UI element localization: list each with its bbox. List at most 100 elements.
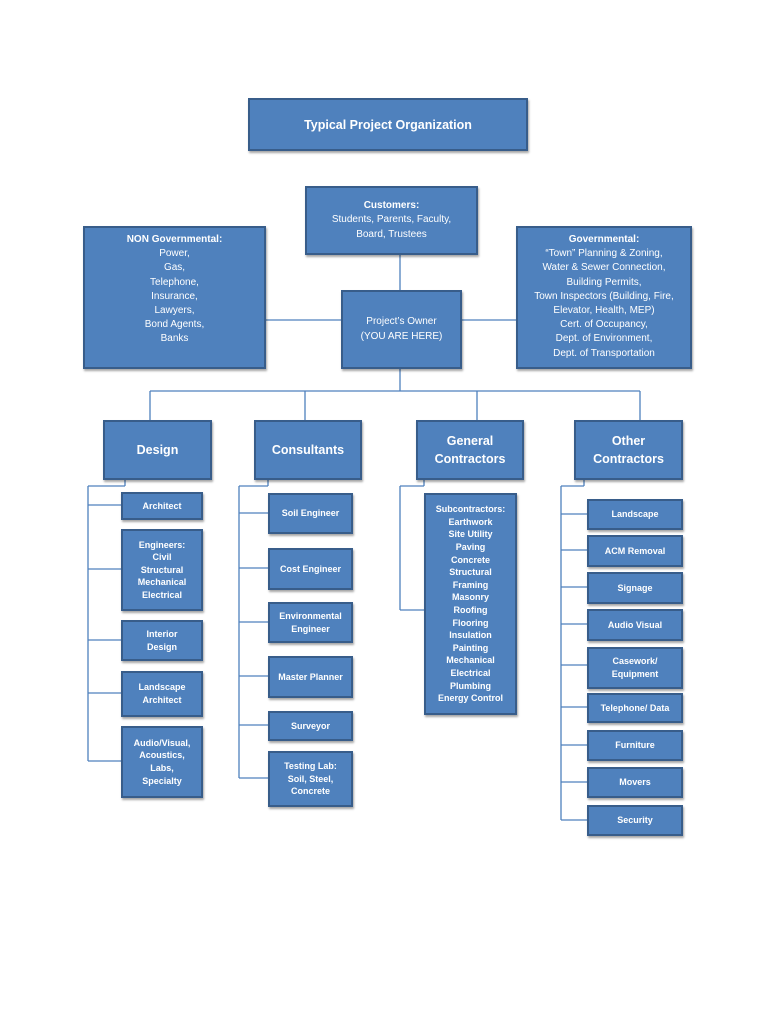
item-line: Flooring: [452, 617, 489, 628]
item-line: Concrete: [290, 786, 330, 797]
governmental-line: Cert. of Occupancy,: [560, 319, 648, 331]
item-line: Labs,: [150, 763, 174, 773]
non-governmental-line: Bond Agents,: [144, 319, 205, 331]
governmental-line: Water & Sewer Connection,: [542, 262, 666, 274]
item-line: Painting: [452, 642, 489, 653]
design-item-landscape-architect: Landscape Architect: [121, 671, 203, 717]
item-line: Plumbing: [450, 680, 491, 691]
non-governmental-line: Insurance,: [151, 290, 198, 302]
item-line: Landscape: [138, 682, 186, 693]
other-contractors-header: Other Contractors: [574, 420, 683, 480]
general-contractors-header: General Contractors: [416, 420, 524, 480]
item-line: Energy Control: [437, 693, 503, 704]
item-line: Audio Visual: [607, 619, 663, 630]
item-line: Design: [146, 641, 177, 652]
item-line: Architect: [142, 695, 182, 705]
governmental-line: Dept. of Transportation: [553, 347, 655, 359]
item-line: Civil: [152, 552, 172, 563]
other-contractors-item-landscape: Landscape: [587, 499, 683, 530]
item-line: Engineer: [291, 623, 330, 634]
item-line: Mechanical: [446, 655, 495, 666]
general-contractors-header-label: Contractors: [434, 452, 506, 466]
item-line: Structural: [140, 564, 184, 575]
item-line: Electrical: [450, 667, 491, 678]
item-line: Roofing: [453, 605, 488, 615]
non-governmental-heading: NON Governmental:: [126, 234, 223, 245]
design-item-interior-design: Interior Design: [121, 620, 203, 661]
item-line: Site Utility: [448, 529, 493, 540]
other-contractors-item-furniture: Furniture: [587, 730, 683, 761]
governmental-line: Dept. of Environment,: [555, 333, 653, 345]
general-contractors-item-subcontractors: Subcontractors: Earthwork Site Utility P…: [424, 493, 517, 715]
other-contractors-item-audio-visual: Audio Visual: [587, 609, 683, 641]
consultants-item-cost-engineer: Cost Engineer: [268, 548, 353, 590]
item-line: Mechanical: [137, 577, 187, 588]
general-contractors-header-label: General: [446, 434, 494, 448]
item-line: Surveyor: [290, 720, 331, 731]
other-contractors-item-movers: Movers: [587, 767, 683, 798]
governmental-line: Town Inspectors (Building, Fire,: [534, 290, 674, 302]
governmental-line: Elevator, Health, MEP): [553, 305, 655, 317]
project-owner-line: Project’s Owner: [366, 316, 437, 328]
other-contractors-item-telephone-data: Telephone/ Data: [587, 693, 683, 723]
consultants-item-master-planner: Master Planner: [268, 656, 353, 698]
item-line: Insulation: [449, 630, 492, 641]
governmental-line: Building Permits,: [566, 276, 642, 288]
item-line: Soil Engineer: [281, 508, 340, 519]
item-line: Security: [617, 815, 653, 826]
item-line: Electrical: [141, 589, 183, 600]
consultants-header: Consultants: [254, 420, 362, 480]
other-contractors-item-security: Security: [587, 805, 683, 836]
item-line: Framing: [452, 579, 489, 590]
item-line: Architect: [142, 500, 182, 511]
item-line: Environmental: [279, 610, 342, 621]
project-owner-box: Project’s Owner (YOU ARE HERE): [341, 290, 462, 369]
consultants-header-label: Consultants: [271, 443, 345, 457]
other-contractors-header-label: Contractors: [593, 452, 664, 466]
item-line: Acoustics,: [139, 750, 185, 761]
item-line: Specialty: [142, 775, 182, 786]
item-line: Movers: [619, 777, 651, 788]
non-governmental-box: NON Governmental: Power, Gas, Telephone,…: [83, 226, 266, 369]
item-line: Cost Engineer: [279, 563, 341, 574]
consultants-item-testing-lab: Testing Lab: Soil, Steel, Concrete: [268, 751, 353, 807]
item-line: Furniture: [615, 740, 655, 751]
chart-title-box: Typical Project Organization: [248, 98, 528, 151]
project-owner-line: (YOU ARE HERE): [360, 330, 443, 342]
other-contractors-item-acm-removal: ACM Removal: [587, 535, 683, 567]
other-contractors-header-label: Other: [611, 434, 646, 448]
item-line: Paving: [455, 542, 486, 553]
item-line: ACM Removal: [604, 545, 666, 556]
design-header: Design: [103, 420, 212, 480]
other-contractors-item-signage: Signage: [587, 572, 683, 604]
non-governmental-line: Banks: [160, 333, 189, 345]
item-line: Testing Lab:: [284, 761, 337, 772]
design-item-architect: Architect: [121, 492, 203, 520]
item-line: Engineers:: [138, 539, 186, 550]
item-line: Structural: [449, 567, 492, 578]
item-line: Audio/Visual,: [133, 737, 191, 748]
non-governmental-line: Gas,: [163, 262, 186, 274]
consultants-item-environmental-engineer: Environmental Engineer: [268, 602, 353, 643]
consultants-item-soil-engineer: Soil Engineer: [268, 493, 353, 534]
non-governmental-line: Telephone,: [150, 276, 199, 288]
item-line: Signage: [617, 582, 653, 593]
non-governmental-line: Lawyers,: [154, 305, 195, 317]
item-line: Casework/: [612, 656, 658, 667]
customers-line: Board, Trustees: [356, 228, 427, 240]
design-item-audio-visual: Audio/Visual, Acoustics, Labs, Specialty: [121, 726, 203, 798]
design-header-label: Design: [136, 443, 179, 457]
item-line: Earthwork: [448, 516, 493, 527]
item-line: Landscape: [611, 509, 659, 520]
item-line: Masonry: [451, 592, 489, 603]
chart-title: Typical Project Organization: [304, 117, 472, 132]
customers-heading: Customers:: [363, 200, 420, 212]
item-line: Concrete: [450, 554, 490, 565]
item-line: Interior: [146, 628, 178, 639]
item-line: Equipment: [611, 669, 659, 679]
design-item-engineers: Engineers: Civil Structural Mechanical E…: [121, 529, 203, 611]
item-line: Subcontractors:: [435, 504, 506, 515]
governmental-line: “Town” Planning & Zoning,: [545, 248, 663, 260]
